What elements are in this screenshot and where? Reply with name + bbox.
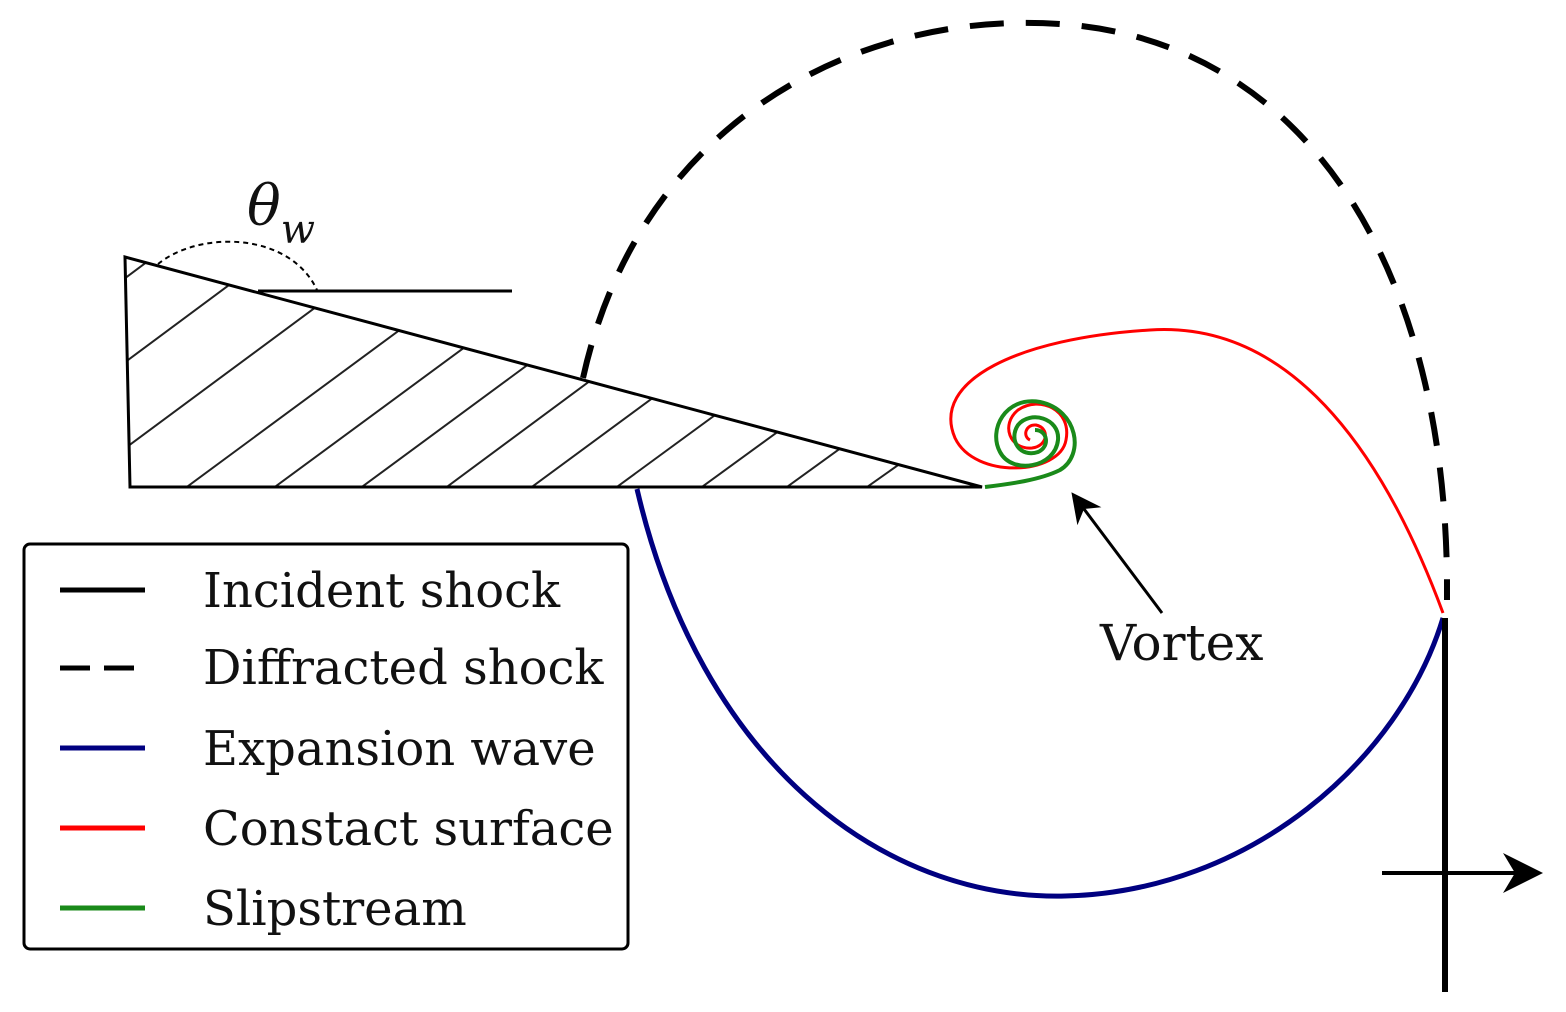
expansion-wave: [634, 488, 1446, 899]
angle-label: θw: [247, 174, 315, 253]
angle-arc: [157, 240, 318, 291]
legend: Incident shock Diffracted shock Expansio…: [22, 542, 630, 951]
legend-label-diffracted-shock: Diffracted shock: [203, 640, 604, 696]
diffracted-shock: [580, 19, 1451, 601]
vortex-arrow: [1071, 492, 1164, 614]
contact-surface: [949, 328, 1445, 614]
legend-label-contact-surface: Constact surface: [203, 801, 614, 857]
angle-symbol: θ: [247, 174, 281, 239]
legend-label-slipstream: Slipstream: [203, 881, 467, 937]
slipstream: [984, 399, 1077, 489]
wedge: [123, 255, 983, 489]
angle-subscript: w: [281, 207, 315, 253]
legend-label-incident-shock: Incident shock: [203, 563, 561, 619]
legend-label-expansion-wave: Expansion wave: [203, 721, 596, 777]
vortex-label: Vortex: [1099, 614, 1263, 672]
legend-box: [22, 542, 630, 951]
